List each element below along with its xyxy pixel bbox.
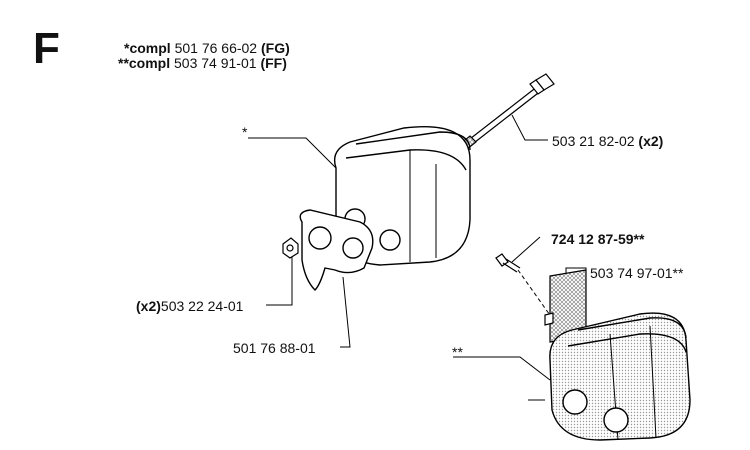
callout-gasket: 501 76 88-01 [233, 340, 316, 356]
leader-gasket [340, 276, 351, 348]
callout-star-double: ** [452, 344, 463, 360]
callout-screen: 503 74 97-01** [590, 265, 684, 281]
compl-prefix-fg: *compl [124, 40, 171, 56]
callout-bolt: 503 21 82-02 (x2) [552, 133, 663, 149]
nut-number: 503 22 24-01 [160, 298, 244, 314]
bolt-qty: (x2) [638, 133, 664, 149]
compl-prefix-ff: **compl [118, 55, 171, 71]
compl-suffix-fg: (FG) [261, 40, 290, 56]
compl-number-ff: 503 74 91-01 [174, 55, 257, 71]
leader-star-single [248, 137, 337, 169]
gasket-drawing [299, 209, 374, 291]
nut-qty: (x2) [136, 298, 161, 314]
header-line-fg: *compl 501 76 66-02 (FG) [124, 40, 290, 56]
leader-bolt [511, 114, 548, 141]
header-line-ff: **compl 503 74 91-01 (FF) [118, 55, 287, 71]
bolt-number: 503 21 82-02 [552, 133, 635, 149]
bolt-drawing [459, 73, 555, 151]
screw-drawing [495, 253, 521, 273]
dash-line [517, 269, 553, 319]
leader-star-double [453, 356, 551, 381]
nut-drawing [282, 237, 299, 259]
leader-lines [248, 114, 587, 401]
callout-nut: (x2)503 22 24-01 [136, 298, 243, 314]
leader-nut [266, 252, 293, 306]
callout-star-single: * [242, 124, 248, 140]
muffler-lower-drawing [549, 312, 691, 441]
compl-suffix-ff: (FF) [260, 55, 287, 71]
callout-screw-top: 724 12 87-59** [551, 231, 645, 247]
compl-number-fg: 501 76 66-02 [174, 40, 258, 56]
leader-screw [511, 236, 541, 263]
section-letter: F [33, 24, 60, 73]
